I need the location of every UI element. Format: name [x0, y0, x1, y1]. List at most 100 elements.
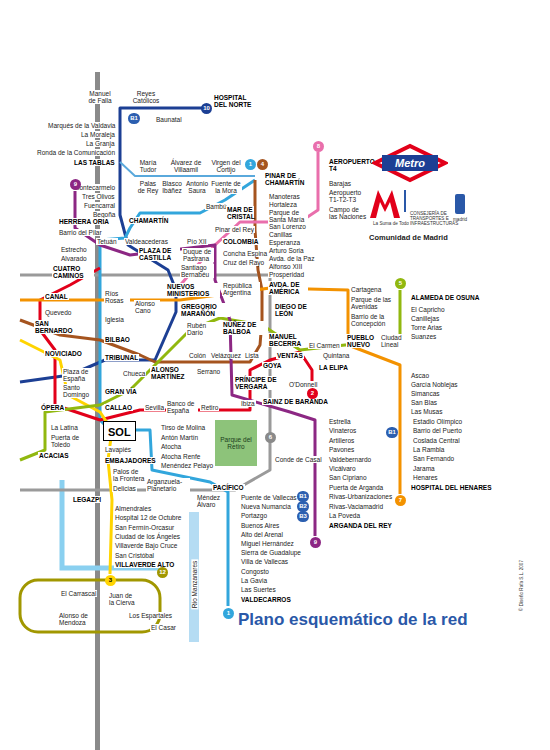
station-name: María Tudor: [134, 159, 162, 173]
line-number-circle: 9: [70, 179, 81, 190]
interchange-name: GOYA: [262, 362, 283, 369]
logo-text: CONSEJERÍA DE TRANSPORTES E INFRAESTRUCT…: [409, 212, 451, 227]
interchange-name: CALLAO: [104, 404, 133, 411]
station-name: Lista: [244, 352, 260, 359]
station-name: El Carrascal: [60, 590, 97, 597]
interchange-name: PINAR DE CHAMARTÍN: [264, 172, 312, 186]
line-number: 9: [314, 539, 317, 545]
metro-logo: Metro: [372, 143, 448, 183]
map-title: Plano esquemático de la red: [238, 610, 468, 630]
station-name: Plaza de España: [62, 368, 92, 382]
interchange-name: GREGORIO MARAÑÓN: [180, 303, 230, 317]
interchange-name: PACÍFICO: [212, 484, 245, 491]
station-name: Quevedo: [44, 309, 72, 316]
station-name: Henares: [412, 474, 439, 481]
station-name: Nueva Numancia: [240, 503, 292, 510]
station-name: San Cristóbal: [114, 552, 155, 559]
interchange-name: MAR DE CRISTAL: [226, 206, 254, 220]
interchange-name: TRIBUNAL: [104, 354, 139, 361]
station-name: Santo Domingo: [62, 384, 92, 398]
station-name: El Casar: [150, 624, 177, 631]
station-name: Iglesia: [104, 316, 125, 323]
station-name: Miguel Hernández: [240, 540, 295, 547]
line-number: B1: [388, 429, 396, 435]
interchange-name: ALONSO MARTÍNEZ: [150, 366, 192, 380]
station-name: Cartagena: [350, 286, 382, 293]
line-number-circle: 1: [245, 159, 256, 170]
station-name: Palas de Rey: [136, 180, 160, 194]
line-number-circle: 3: [105, 575, 116, 586]
station-name: Puente de Vallecas: [240, 494, 298, 501]
station-name: Rivas-Vaciamadrid: [328, 503, 384, 510]
station-name: San Blas: [410, 399, 438, 406]
interchange-name: AEROPUERTO T4: [328, 158, 370, 172]
logo-divider: [404, 190, 406, 212]
station-name: Congosto: [240, 568, 270, 575]
station-name: Villa de Vallecas: [240, 558, 289, 565]
station-name: San Lorenzo: [268, 223, 307, 230]
station-name: Alonso Cano: [134, 300, 160, 314]
station-name: Puerta de Arganda: [328, 484, 384, 491]
station-name: Sierra de Guadalupe: [240, 549, 302, 556]
station-name: Reyes Católicos: [130, 90, 162, 104]
station-name: Parque de Santa María: [268, 209, 308, 223]
interchange-name: ARGANDA DEL REY: [328, 522, 393, 529]
line-number: B1: [299, 493, 307, 499]
station-box: SOL: [103, 421, 136, 441]
interchange-name: HOSPITAL DEL NORTE: [213, 94, 257, 108]
station-name: García Noblejas: [410, 381, 459, 388]
station-name: Colón: [188, 352, 207, 359]
station-name: Suanzes: [410, 333, 437, 340]
metro-diamond: [375, 146, 445, 180]
logo-word: Metro: [395, 158, 425, 169]
station-name: Chueca: [122, 370, 146, 377]
interchange-name: HOSPITAL DEL HENARES: [410, 484, 493, 491]
line-number: 1: [227, 610, 230, 616]
line-number-circle: 12: [157, 567, 168, 578]
logo-text: madrid: [452, 218, 468, 223]
station-name: Aeropuerto T1-T2-T3: [328, 189, 370, 203]
interchange-name: NUEVOS MINISTERIOS: [166, 283, 220, 297]
interchange-name: CANAL: [44, 293, 69, 300]
interchange-name: PLAZA DE CASTILLA: [138, 247, 180, 261]
vertical-note: © Diseño Rafa S.L. 2007: [520, 559, 525, 612]
station-name: Álvarez de Villaamil: [167, 159, 205, 173]
station-name: La Rambla: [412, 446, 445, 453]
station-name: Sevilla: [144, 404, 165, 411]
station-name: Buenos Aires: [240, 522, 280, 529]
station-name: Las Musas: [410, 408, 443, 415]
station-name: Alonso de Mendoza: [58, 612, 92, 626]
line-number-circle: 5: [395, 278, 406, 289]
station-name: Concha Espina: [222, 250, 268, 257]
line-number-circle: 9: [310, 537, 321, 548]
station-name: Barrio del Pilar: [58, 229, 103, 236]
interchange-name: BILBAO: [104, 336, 131, 343]
line-number-circle: 1: [223, 608, 234, 619]
station-name: Barajas: [328, 180, 352, 187]
station-name: Méndez Álvaro: [196, 494, 224, 508]
madrid-crest: [455, 194, 465, 214]
station-name: San Cipriano: [328, 474, 368, 481]
station-name: Pío XII: [186, 238, 208, 245]
station-name: Manuel de Falla: [85, 90, 115, 104]
line-number-circle: 6: [265, 432, 276, 443]
interchange-name: VILLAVERDE ALTO: [114, 561, 175, 568]
station-name: Antón Martín: [160, 434, 199, 441]
interchange-name: VALDECARROS: [240, 596, 292, 603]
station-name: Las Suertes: [240, 586, 277, 593]
interchange-name: NOVICIADO: [44, 350, 83, 357]
station-name: Retiro: [200, 404, 219, 411]
station-name: Estadio Olímpico: [412, 418, 463, 425]
interchange-name: LA ELIPA: [318, 364, 349, 371]
station-name: Barrio del Puerto: [412, 427, 463, 434]
interchange-name: LEGAZPI: [72, 496, 102, 503]
station-name: Estrella: [328, 418, 352, 425]
station-name: Rivas-Urbanizaciones: [328, 493, 393, 500]
station-name: Arturo Soria: [268, 247, 305, 254]
station-name: Los Espartales: [128, 612, 173, 619]
station-name: Campo de las Naciones: [328, 206, 370, 220]
logo-text: La Suma de Todos: [372, 222, 412, 227]
station-name: Canillas: [268, 231, 293, 238]
station-name: Velázquez: [210, 352, 242, 359]
